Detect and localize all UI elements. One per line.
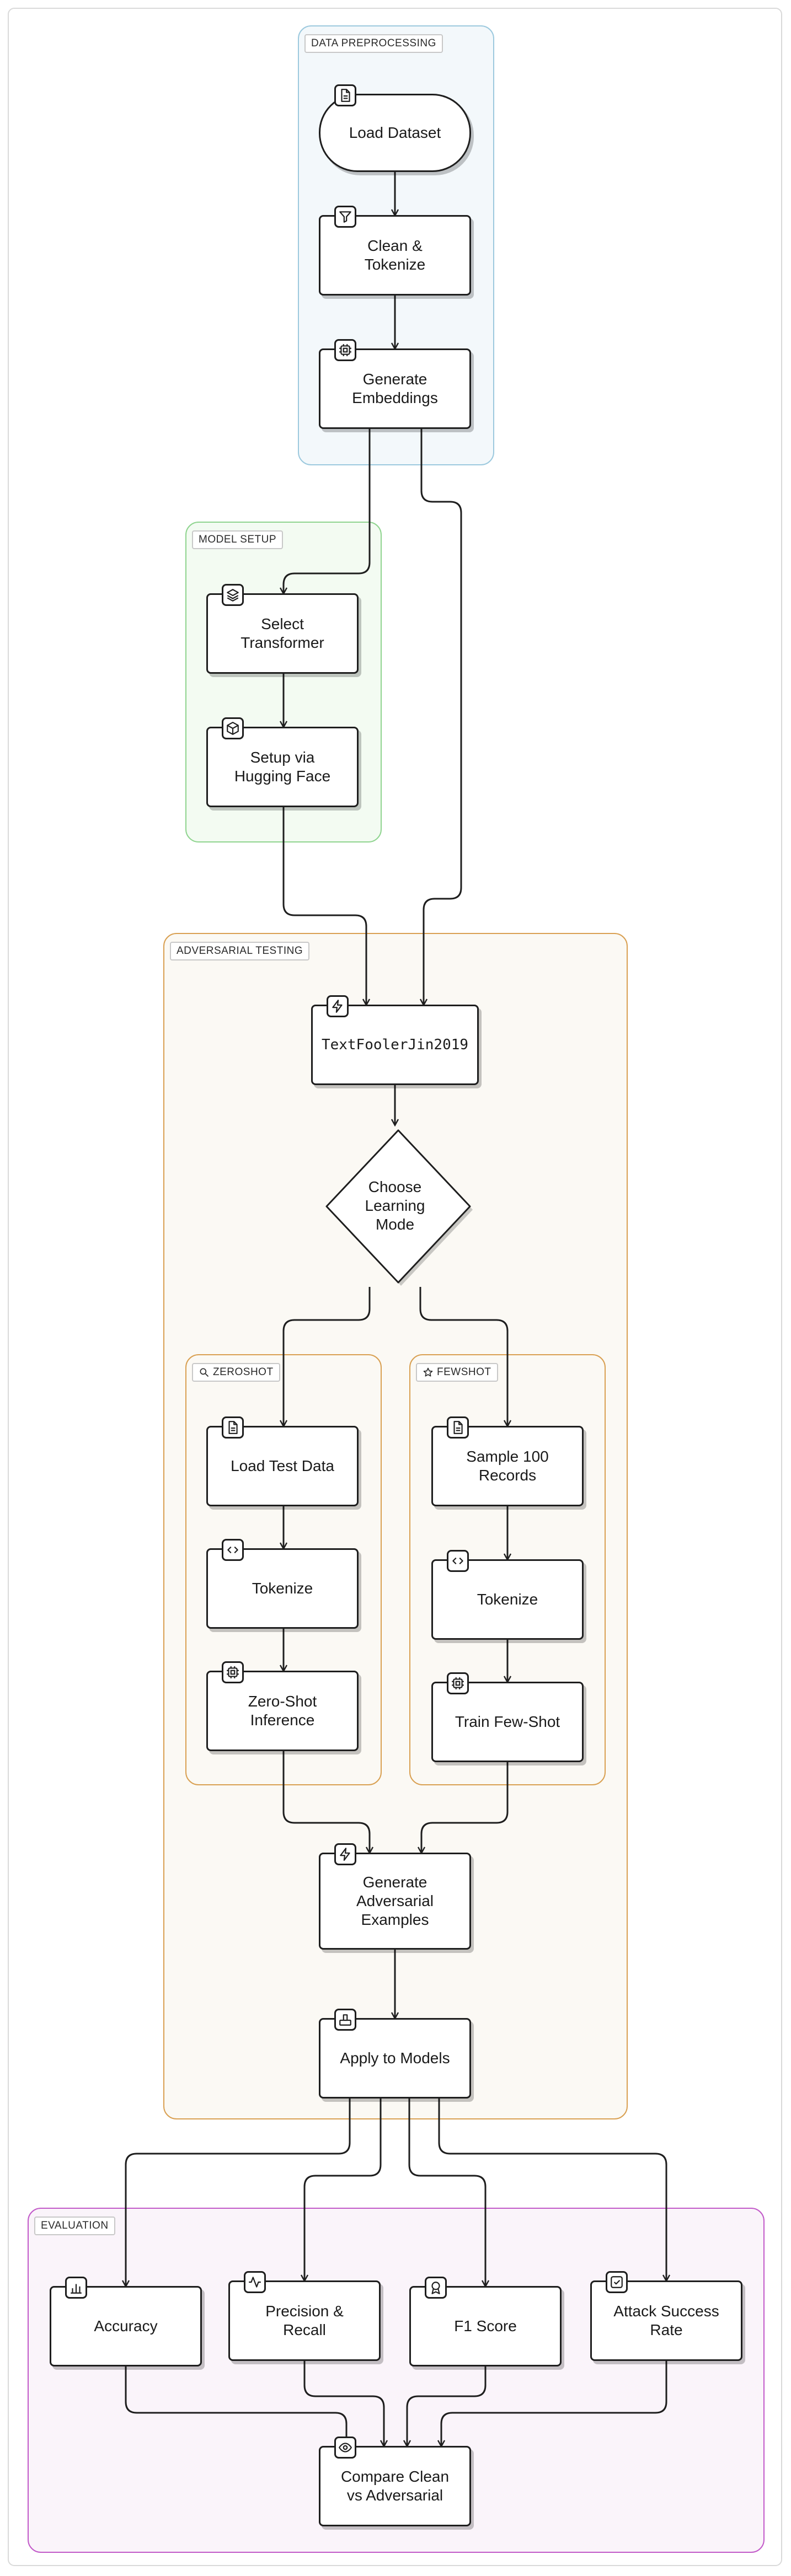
edge-apply-to-f1 — [408, 2099, 485, 2286]
node-label: F1 Score — [454, 2317, 517, 2334]
group-title-zeroshot: ZEROSHOT — [213, 1366, 274, 1378]
code-icon — [447, 1550, 469, 1572]
edge-apply-to-precision — [304, 2099, 382, 2280]
group-label: ZEROSHOT — [192, 1363, 280, 1382]
file-icon — [222, 1416, 244, 1439]
group-title-adversarial: ADVERSARIAL TESTING — [177, 945, 303, 957]
node-label: Tokenize — [252, 1580, 313, 1597]
node-label: Precision & Recall — [265, 2303, 344, 2338]
bar-chart-icon — [65, 2277, 87, 2299]
group-title-evaluation: EVALUATION — [41, 2220, 109, 2231]
compare-clean-adversarial-node[interactable]: Compare Clean vs Adversarial — [319, 2437, 471, 2526]
file-icon — [334, 84, 356, 106]
node-label: Select Transformer — [240, 615, 324, 651]
check-square-icon — [606, 2271, 628, 2293]
edge-setup-to-textfooler — [282, 807, 366, 1005]
node-label: Sample 100 Records — [466, 1448, 549, 1484]
select-transformer-node[interactable]: Select Transformer — [206, 584, 359, 674]
edge-inference-to-genadv — [282, 1751, 370, 1853]
eye-icon — [334, 2437, 356, 2459]
zeroshot-tokenize-node[interactable]: Tokenize — [206, 1539, 359, 1629]
load-dataset-node[interactable]: Load Dataset — [319, 84, 471, 172]
clean-tokenize-node[interactable]: Clean & Tokenize — [319, 206, 471, 296]
precision-recall-node[interactable]: Precision & Recall — [228, 2271, 381, 2361]
node-label: Load Test Data — [231, 1457, 334, 1474]
cube-icon — [222, 717, 244, 739]
node-label: Load Dataset — [349, 124, 441, 141]
edge-precision-to-compare — [303, 2361, 384, 2446]
attack-success-rate-node[interactable]: Attack Success Rate — [590, 2271, 742, 2361]
group-label: MODEL SETUP — [192, 530, 283, 549]
group-label: DATA PREPROCESSING — [304, 34, 443, 53]
search-icon — [200, 1368, 209, 1377]
node-label: Tokenize — [477, 1591, 538, 1608]
node-label: Generate Adversarial Examples — [356, 1874, 434, 1928]
edge-embed-to-textfooler — [421, 429, 462, 1005]
group-title-fewshot: FEWSHOT — [437, 1366, 491, 1378]
group-label: ADVERSARIAL TESTING — [170, 942, 310, 960]
edge-embed-to-select — [284, 429, 371, 593]
choose-mode-label: Choose Learning Mode — [365, 1178, 425, 1233]
edge-diamond-to-loadtest — [284, 1287, 371, 1426]
generate-adversarial-node[interactable]: Generate Adversarial Examples — [319, 1843, 471, 1950]
sample-records-node[interactable]: Sample 100 Records — [431, 1416, 584, 1506]
choose-mode-decision[interactable] — [316, 1125, 481, 1290]
apply-to-models-node[interactable]: Apply to Models — [319, 2009, 471, 2099]
chip-icon — [334, 339, 356, 361]
zeroshot-inference-node[interactable]: Zero-Shot Inference — [206, 1661, 359, 1751]
node-label: Accuracy — [94, 2317, 158, 2334]
star-icon — [423, 1367, 433, 1377]
edge-accuracy-to-compare — [125, 2366, 346, 2446]
textfooler-node[interactable]: TextFoolerJin2019 — [311, 995, 479, 1085]
node-label: Setup via Hugging Face — [234, 749, 331, 785]
zap-icon — [334, 1843, 356, 1865]
zap-icon — [327, 995, 349, 1017]
f1-score-node[interactable]: F1 Score — [409, 2277, 562, 2366]
chip-icon — [447, 1672, 469, 1694]
node-label: Clean & Tokenize — [364, 237, 426, 273]
award-icon — [425, 2277, 447, 2299]
train-fewshot-node[interactable]: Train Few-Shot — [431, 1672, 584, 1762]
edge-train-to-genadv — [421, 1762, 509, 1853]
fewshot-tokenize-node[interactable]: Tokenize — [431, 1550, 584, 1640]
edge-apply-to-attack — [438, 2099, 666, 2280]
accuracy-node[interactable]: Accuracy — [50, 2277, 202, 2366]
activity-icon — [244, 2271, 266, 2293]
group-label: FEWSHOT — [416, 1363, 498, 1382]
group-label: EVALUATION — [34, 2217, 115, 2235]
group-title-preprocessing: DATA PREPROCESSING — [311, 37, 436, 49]
node-label: Generate Embeddings — [352, 371, 438, 406]
load-test-data-node[interactable]: Load Test Data — [206, 1416, 359, 1506]
code-icon — [222, 1539, 244, 1561]
chip-icon — [222, 1661, 244, 1683]
edge-apply-to-accuracy — [126, 2099, 351, 2286]
node-label: Train Few-Shot — [455, 1713, 560, 1730]
generate-embeddings-node[interactable]: Generate Embeddings — [319, 339, 471, 429]
node-label: TextFoolerJin2019 — [321, 1037, 469, 1053]
filter-icon — [334, 206, 356, 228]
canvas-frame — [8, 8, 782, 2566]
node-label: Apply to Models — [340, 2049, 450, 2067]
edge-diamond-to-sample — [419, 1287, 507, 1426]
edge-attack-to-compare — [441, 2361, 667, 2446]
layers-icon — [222, 584, 244, 606]
edge-f1-to-compare — [407, 2366, 487, 2446]
node-label: Zero-Shot Inference — [248, 1693, 317, 1729]
node-label: Compare Clean vs Adversarial — [340, 2468, 450, 2504]
group-title-model-setup: MODEL SETUP — [199, 534, 276, 545]
file-icon — [447, 1416, 469, 1439]
tray-icon — [334, 2009, 356, 2031]
setup-hugging-face-node[interactable]: Setup via Hugging Face — [206, 717, 359, 807]
node-label: Attack Success Rate — [613, 2303, 719, 2338]
